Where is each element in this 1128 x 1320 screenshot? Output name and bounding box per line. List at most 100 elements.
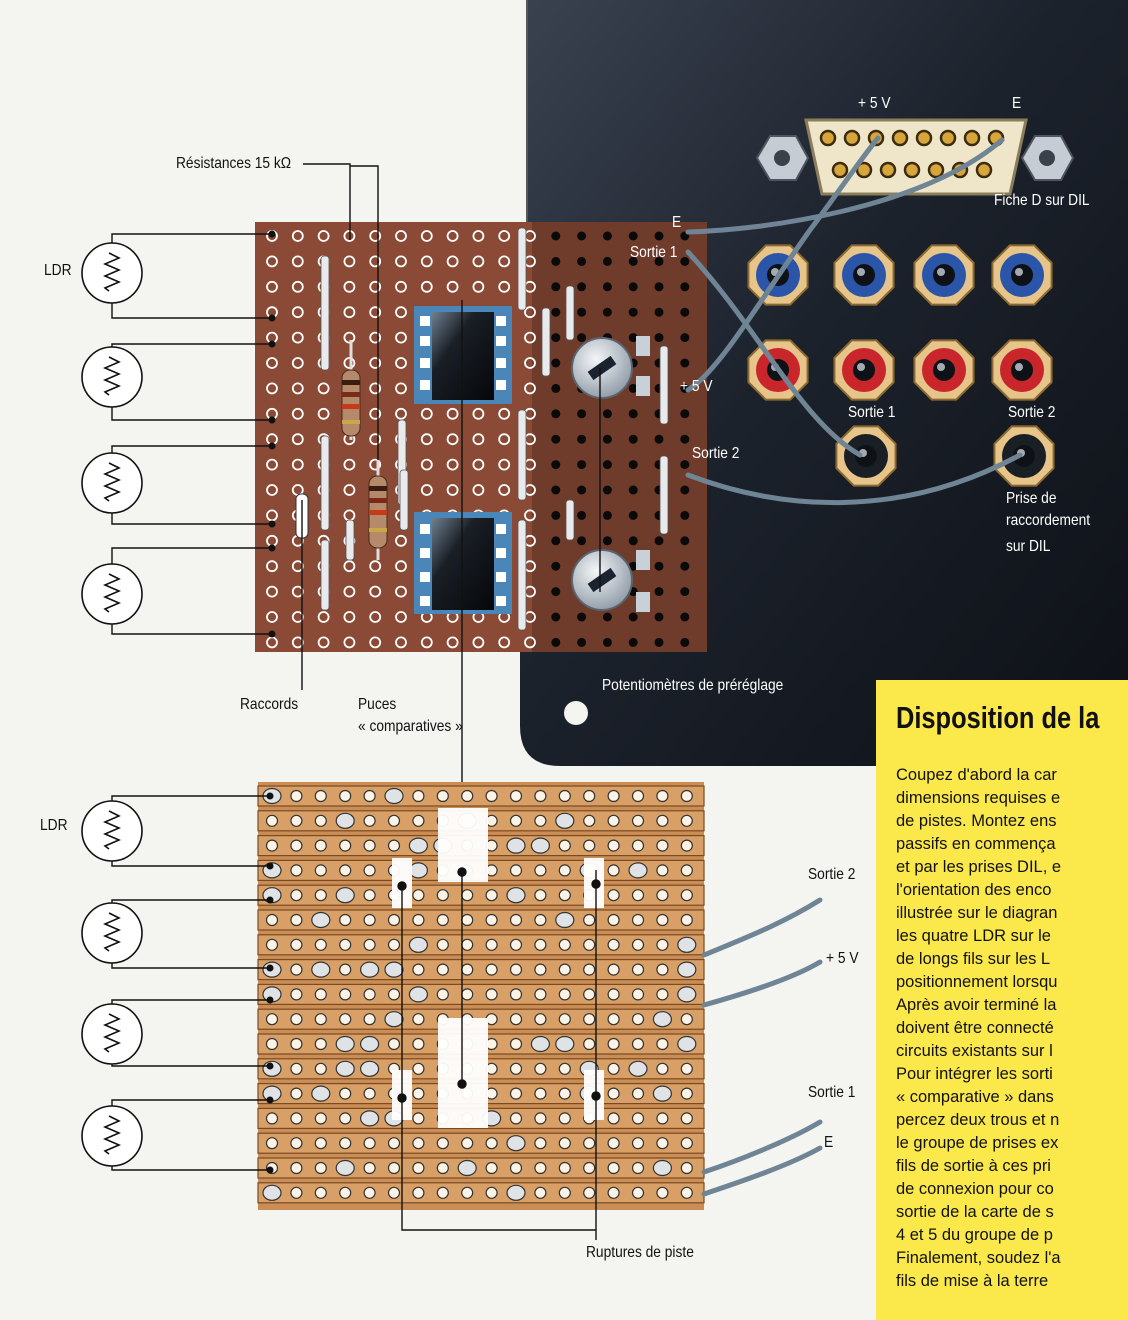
strip-hole xyxy=(363,1013,376,1026)
board-hole xyxy=(343,280,356,293)
strip-hole xyxy=(558,864,571,877)
strip-hole xyxy=(631,839,645,852)
board-hole xyxy=(446,255,459,268)
board-hole xyxy=(446,407,459,420)
strip-hole xyxy=(461,889,474,902)
strip-hole xyxy=(265,814,279,827)
board-hole xyxy=(395,331,407,344)
strip-hole xyxy=(631,1137,645,1150)
solder-joint xyxy=(677,986,697,1003)
strip-hole xyxy=(412,1037,425,1051)
strip-hole xyxy=(534,1013,547,1026)
strip-hole xyxy=(583,1013,596,1026)
strip-hole xyxy=(631,913,645,927)
strip-hole xyxy=(509,1087,523,1100)
board-hole xyxy=(395,407,407,420)
label-sortie1-board: Sortie 1 xyxy=(630,244,678,261)
board-hole xyxy=(395,534,407,547)
strip-hole xyxy=(387,1037,401,1051)
strip-hole xyxy=(631,938,645,951)
strip-hole xyxy=(680,1087,693,1100)
strip-hole xyxy=(656,789,669,803)
solder-joint xyxy=(262,1184,282,1201)
board-hole xyxy=(628,256,638,266)
panel-body-line: le groupe de prises ex xyxy=(896,1134,1059,1152)
board-hole xyxy=(420,458,433,471)
strip-hole xyxy=(485,938,498,951)
board-hole xyxy=(343,331,356,344)
strip-hole xyxy=(607,988,620,1001)
strip-hole xyxy=(509,988,523,1001)
ldr-resistor-glyph xyxy=(102,1013,122,1053)
solder-joint xyxy=(360,1035,380,1053)
board-hole xyxy=(291,458,304,471)
strip-hole xyxy=(509,1062,523,1075)
top-cables xyxy=(685,135,1023,506)
strip-hole xyxy=(680,864,693,877)
board-hole xyxy=(524,382,536,395)
strip-hole xyxy=(509,963,523,976)
panel-body-line: de pistes. Montez ens xyxy=(896,812,1057,830)
board-hole xyxy=(291,560,304,573)
board-hole xyxy=(602,282,612,292)
wire-link xyxy=(345,519,355,561)
socket-output xyxy=(993,425,1055,487)
strip-hole xyxy=(436,1137,449,1150)
strip-hole xyxy=(265,1112,279,1125)
solder-joint xyxy=(555,1035,575,1053)
label-plus5v-board: + 5 V xyxy=(680,378,713,395)
strip-hole xyxy=(314,1013,327,1026)
board-hole xyxy=(680,510,690,520)
strip-hole xyxy=(290,789,303,803)
strip-hole xyxy=(534,1161,547,1175)
ldr-solder-point xyxy=(266,964,274,972)
board-hole xyxy=(577,485,587,495)
strip-hole xyxy=(387,938,401,951)
board-hole xyxy=(291,280,304,293)
wire-link xyxy=(659,455,669,535)
socket-red xyxy=(991,339,1053,401)
board-hole xyxy=(628,612,638,622)
panel-body-line: doivent être connecté xyxy=(896,1019,1054,1037)
board-hole xyxy=(602,510,612,520)
strip-hole xyxy=(412,963,425,976)
panel-mounting-hole xyxy=(564,701,588,725)
strip-hole xyxy=(680,1013,693,1026)
strip-hole xyxy=(656,839,669,852)
board-hole xyxy=(343,636,356,649)
strip-hole xyxy=(461,963,474,976)
panel-body-line: positionnement lorsqu xyxy=(896,973,1058,991)
strip-hole xyxy=(314,988,327,1001)
strip-hole xyxy=(387,988,401,1001)
strip-hole xyxy=(656,814,669,827)
strip-hole xyxy=(265,913,279,927)
ldr-solder-point xyxy=(266,1062,274,1070)
strip-hole xyxy=(631,1087,645,1100)
strip-hole xyxy=(290,1062,303,1075)
strip-hole xyxy=(363,913,376,927)
strip-hole xyxy=(363,839,376,852)
ldr-wire xyxy=(111,547,272,564)
strip-hole xyxy=(412,814,425,827)
board-hole xyxy=(266,382,278,395)
board-hole xyxy=(628,536,638,546)
board-hole xyxy=(395,585,407,598)
strip-hole xyxy=(558,789,571,803)
solder-joint xyxy=(408,986,428,1003)
strip-hole xyxy=(680,1062,693,1075)
strip-hole xyxy=(680,913,693,927)
panel-body-line: l'orientation des enco xyxy=(896,881,1052,899)
strip-hole xyxy=(583,988,596,1001)
strip-hole xyxy=(583,1186,596,1199)
wire-link xyxy=(659,345,669,425)
board-hole xyxy=(369,407,382,420)
board-hole xyxy=(628,561,638,571)
strip-hole xyxy=(461,1186,474,1199)
resistor-2 xyxy=(368,460,388,560)
board-hole xyxy=(266,509,278,522)
connector-pin xyxy=(927,161,945,179)
ldr-wire xyxy=(111,513,272,525)
board-hole xyxy=(577,434,587,444)
solder-joint xyxy=(384,1011,404,1028)
strip-hole xyxy=(290,1161,303,1175)
